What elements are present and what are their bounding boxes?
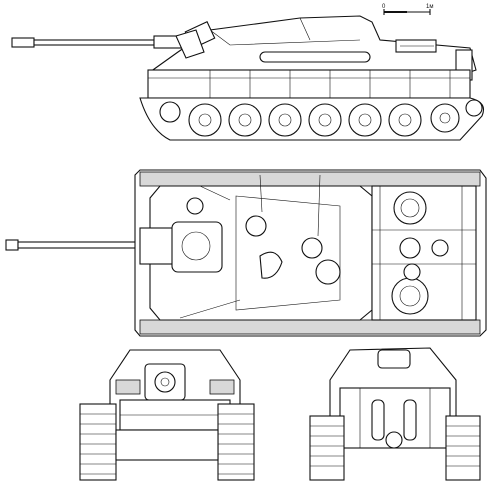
top-hatch-cmd xyxy=(245,215,267,237)
side-tool-tube xyxy=(259,51,371,63)
top-view xyxy=(5,169,487,337)
rear-exhaust-right xyxy=(403,399,417,441)
top-track-left xyxy=(139,171,481,187)
side-gun-barrel xyxy=(11,35,185,49)
side-gun-mantlet xyxy=(175,29,205,59)
top-muzzle-brake xyxy=(5,239,19,251)
rear-track-right xyxy=(445,415,481,481)
scale-bar: 0 1м xyxy=(382,4,433,15)
front-track-right xyxy=(217,403,255,481)
rear-track-left xyxy=(309,415,345,481)
side-road-wheels xyxy=(159,99,483,137)
scale-zero-label: 0 xyxy=(382,4,386,10)
top-hatch-front xyxy=(186,197,204,215)
top-track-right xyxy=(139,319,481,335)
top-fan-front xyxy=(393,191,427,225)
scale-end-label: 1м xyxy=(426,4,433,10)
top-periscope xyxy=(259,251,283,279)
rear-view xyxy=(309,347,481,481)
top-gun-barrel xyxy=(17,241,139,249)
top-hatch-loader xyxy=(301,237,323,259)
top-fan-rear xyxy=(391,277,429,315)
rear-exhaust-left xyxy=(371,399,385,441)
front-view xyxy=(79,349,255,481)
side-view xyxy=(11,15,485,141)
front-track-left xyxy=(79,403,117,481)
side-fender xyxy=(147,69,471,99)
